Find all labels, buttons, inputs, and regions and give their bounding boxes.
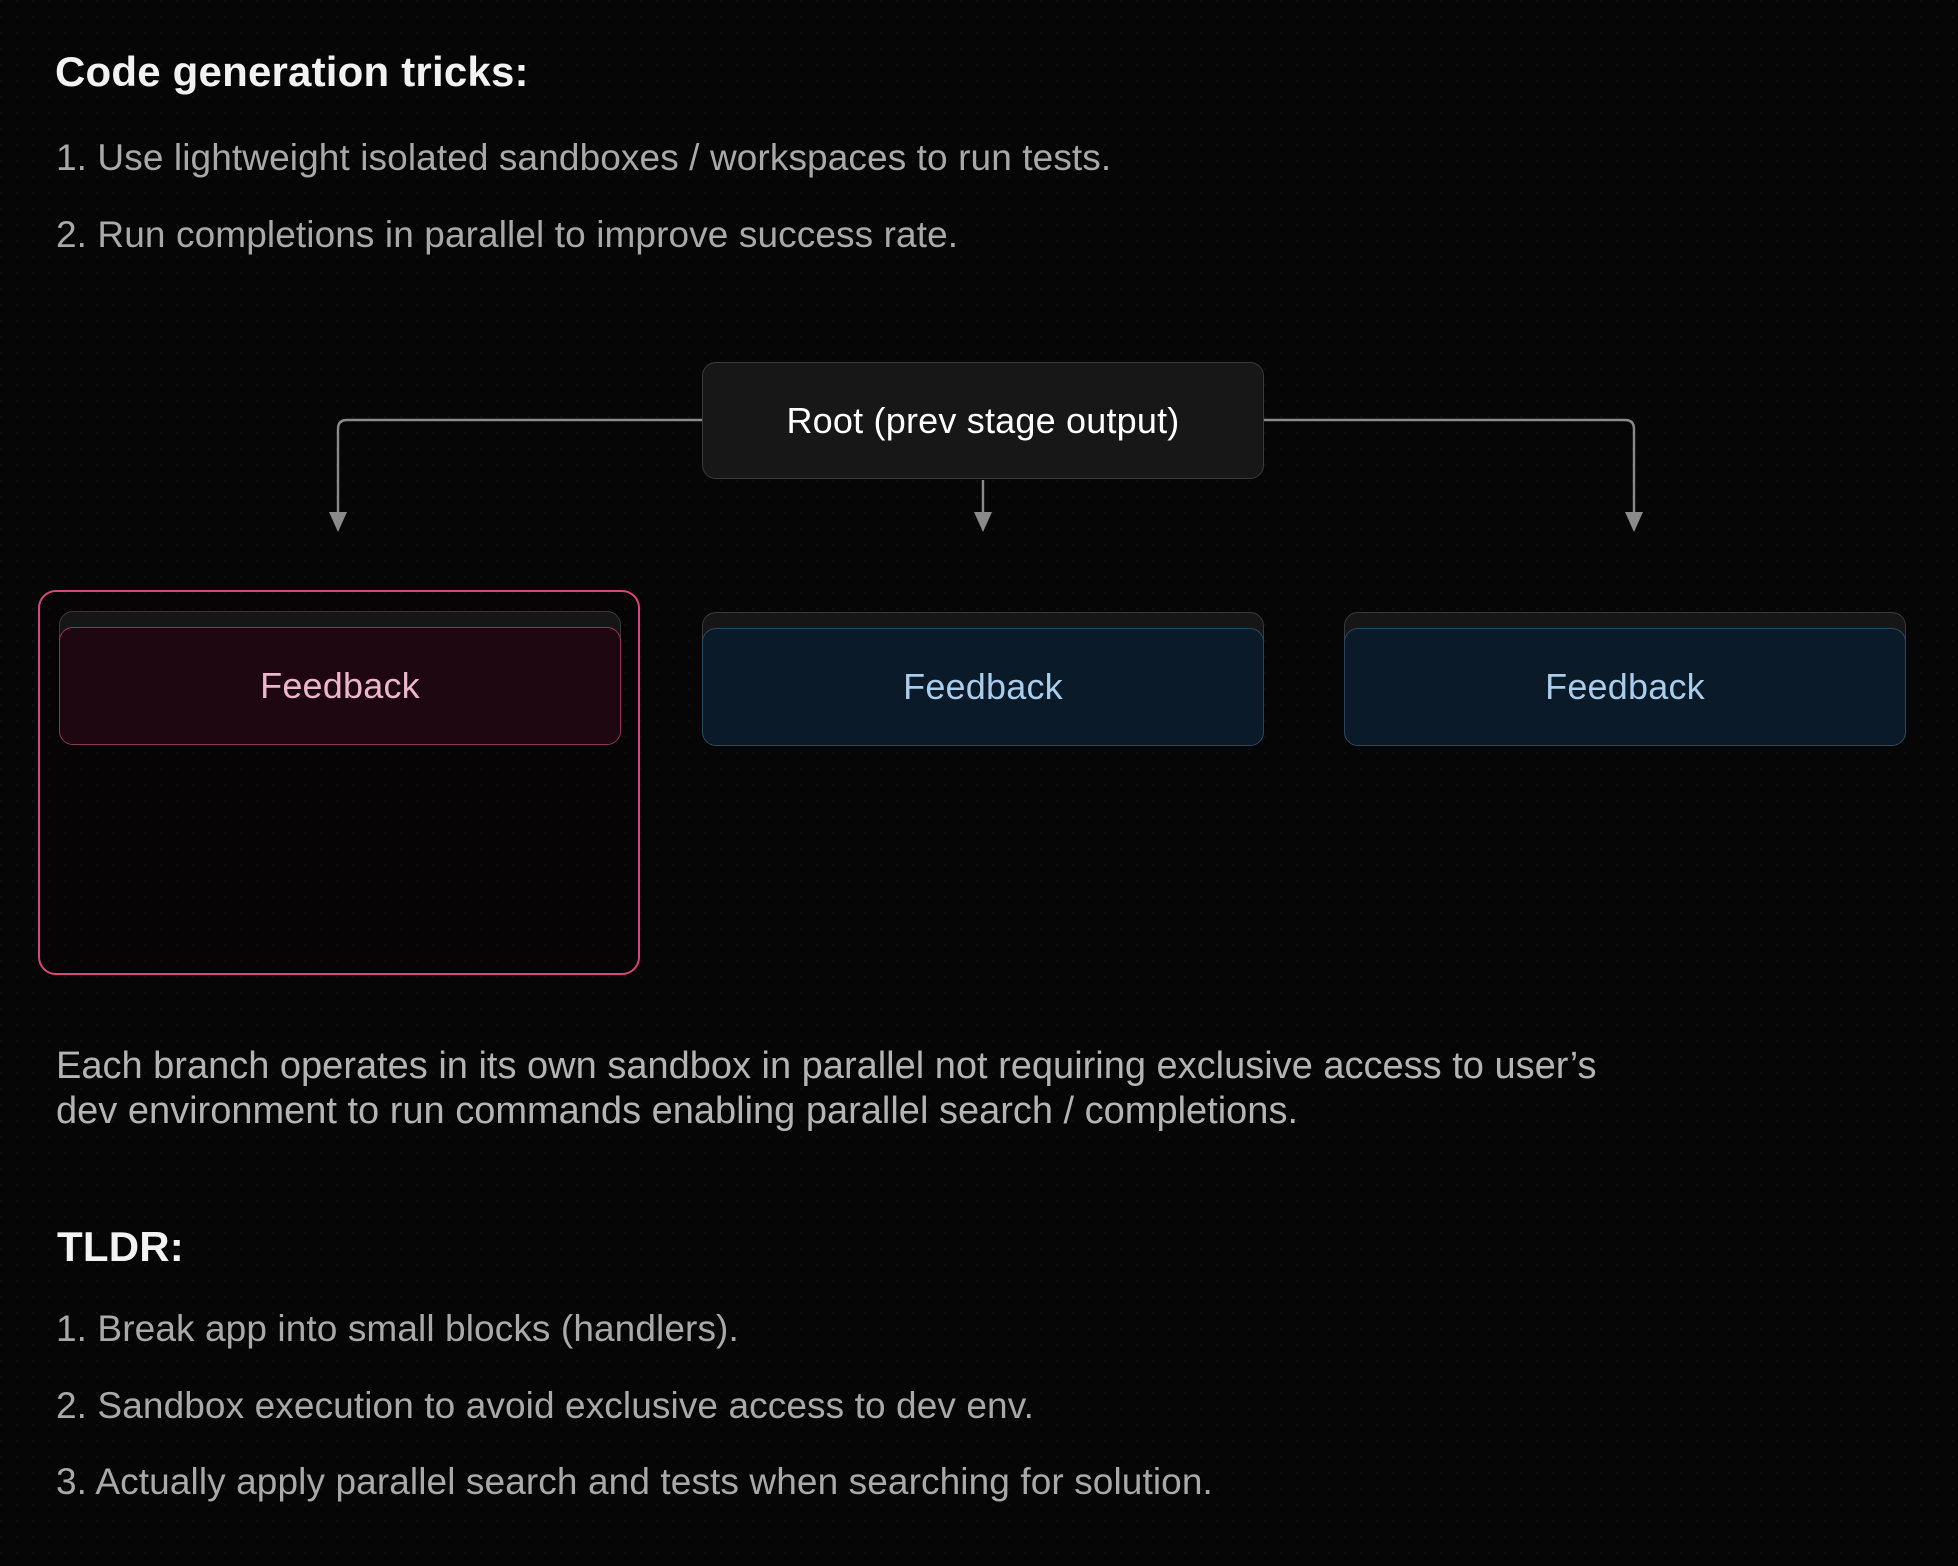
arrowhead-branch-2: [974, 512, 992, 532]
tldr-item-2: 2. Sandbox execution to avoid exclusive …: [56, 1385, 1034, 1426]
trick-item-2: 2. Run completions in parallel to improv…: [56, 214, 959, 255]
node-feedback-3[interactable]: Feedback: [1344, 628, 1906, 746]
parallel-completion-diagram: Root (prev stage output) Completion Feed…: [0, 340, 1958, 1000]
node-feedback-1[interactable]: Feedback: [59, 627, 621, 745]
trick-item-1: 1. Use lightweight isolated sandboxes / …: [56, 137, 1112, 178]
tldr-heading: TLDR:: [57, 1223, 184, 1270]
tldr-item-3: 3. Actually apply parallel search and te…: [56, 1461, 1213, 1502]
connector-root-to-branch-3: [1264, 418, 1636, 515]
branch-accepted-group[interactable]: Completion Feedback Accepted solution: [38, 590, 640, 975]
connector-root-to-branch-1: [336, 418, 702, 515]
arrowhead-branch-1: [329, 512, 347, 532]
node-feedback-2[interactable]: Feedback: [702, 628, 1264, 746]
code-generation-tricks-heading: Code generation tricks:: [55, 48, 529, 95]
explanation-paragraph: Each branch operates in its own sandbox …: [56, 1045, 1597, 1132]
tldr-item-1: 1. Break app into small blocks (handlers…: [56, 1308, 739, 1349]
arrowhead-branch-3: [1625, 512, 1643, 532]
node-root[interactable]: Root (prev stage output): [702, 362, 1264, 479]
